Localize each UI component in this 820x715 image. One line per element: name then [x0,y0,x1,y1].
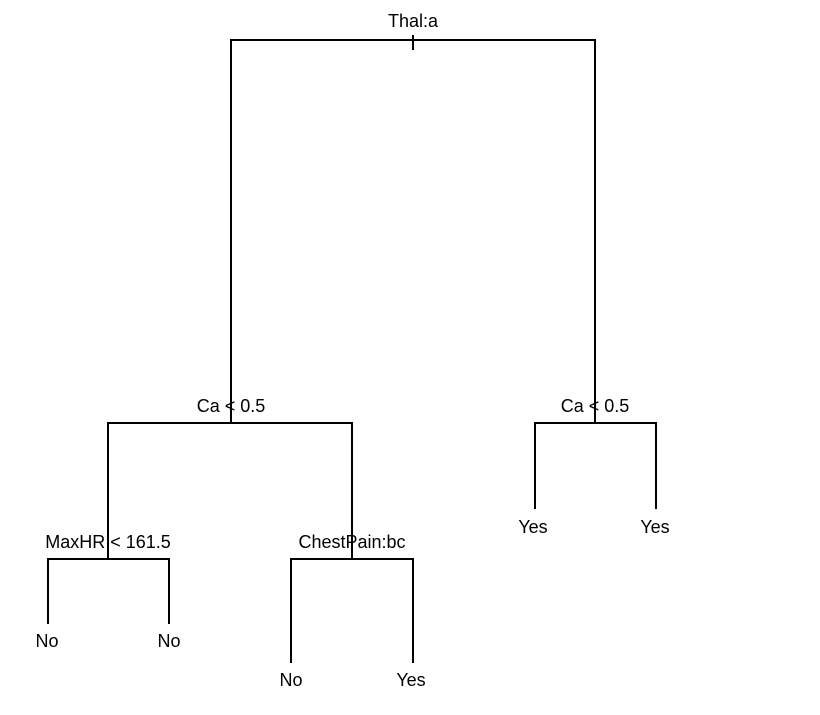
leaf-maxhr-left: No [35,631,58,651]
root-split-label: Thal:a [388,11,439,31]
root-node: Thal:a [230,11,596,424]
leaf-right-left: Yes [518,517,547,537]
chestpain-split-node: ChestPain:bc No Yes [279,532,425,690]
left-split-label: Ca < 0.5 [197,396,266,416]
right-split-label: Ca < 0.5 [561,396,630,416]
right-split-node: Ca < 0.5 Yes Yes [518,396,669,537]
left-split-node: Ca < 0.5 [107,396,353,560]
maxhr-split-node: MaxHR < 161.5 No No [35,532,180,651]
leaf-chestpain-left: No [279,670,302,690]
leaf-maxhr-right: No [157,631,180,651]
leaf-chestpain-right: Yes [396,670,425,690]
leaf-right-right: Yes [640,517,669,537]
maxhr-split-label: MaxHR < 161.5 [45,532,171,552]
chestpain-split-label: ChestPain:bc [298,532,405,552]
